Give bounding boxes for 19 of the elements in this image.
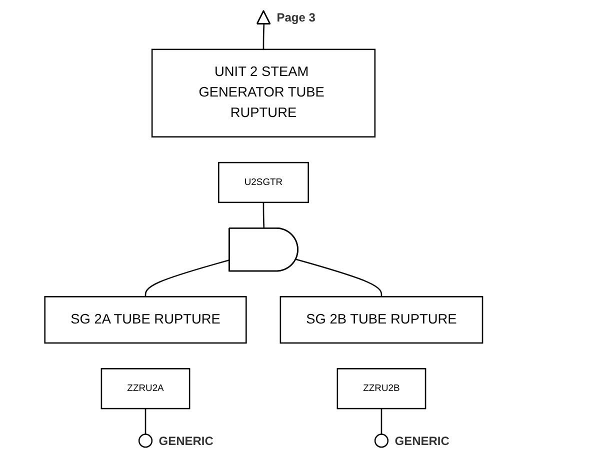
connector-line	[263, 24, 265, 49]
node-caption: GENERIC	[159, 433, 214, 448]
event-box: UNIT 2 STEAM GENERATOR TUBE RUPTURE	[152, 48, 376, 137]
node-caption: Page 3	[277, 10, 316, 24]
event-id-tag: U2SGTR	[218, 161, 310, 203]
basic-event-circle	[138, 433, 153, 448]
event-box: SG 2A TUBE RUPTURE	[44, 296, 248, 344]
connector-line	[145, 408, 146, 434]
or-gate	[228, 227, 299, 272]
basic-event-circle	[374, 433, 389, 448]
connector-line	[381, 408, 382, 434]
connector-line	[296, 258, 382, 296]
event-id-tag: ZZRU2A	[101, 368, 190, 409]
transfer-triangle	[256, 10, 271, 24]
connector-line	[145, 258, 230, 296]
event-box: SG 2B TUBE RUPTURE	[280, 296, 484, 344]
connector-line	[263, 202, 265, 228]
node-caption: GENERIC	[395, 433, 450, 448]
event-id-tag: ZZRU2B	[337, 368, 426, 409]
